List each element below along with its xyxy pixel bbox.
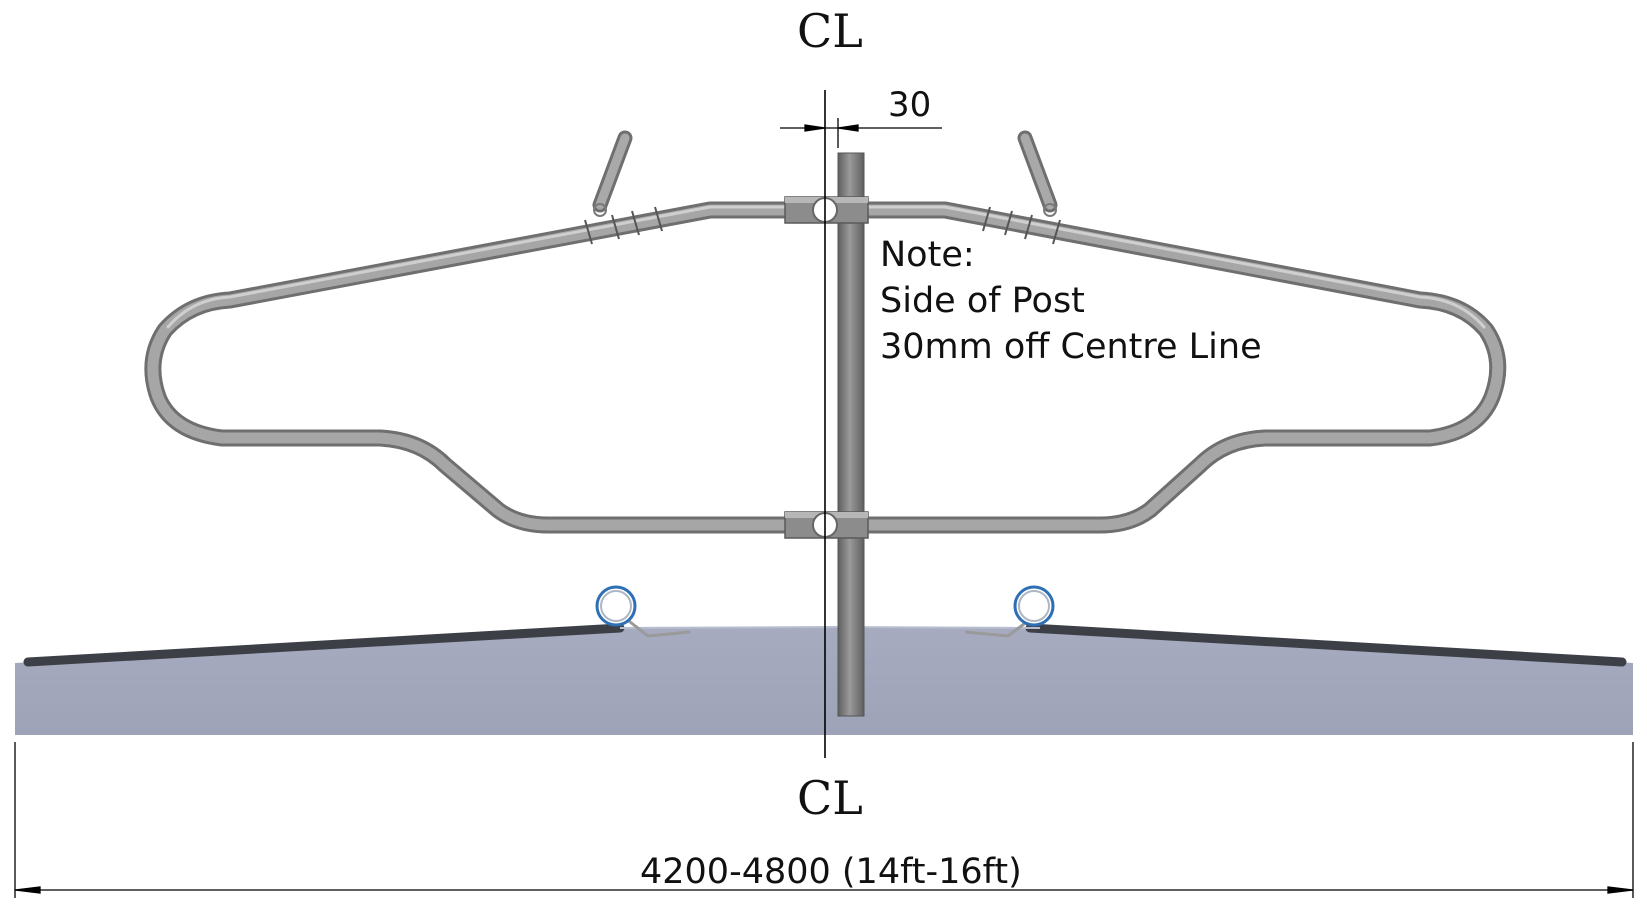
offset-dimension: [780, 118, 942, 148]
hinge-bottom: [784, 511, 869, 539]
spring-coil-right: [982, 206, 1061, 245]
road-surface-right: [1025, 623, 1627, 667]
latch-pin-right: [1017, 130, 1058, 217]
ground-clip-left: [595, 585, 691, 638]
road-crown: [619, 625, 1041, 629]
note-line-1: Side of Post: [880, 281, 1085, 321]
note-text: Note: Side of Post 30mm off Centre Line: [880, 232, 1262, 370]
note-heading: Note:: [880, 235, 975, 275]
width-dimension-label: 4200-4800 (14ft-16ft): [640, 852, 1022, 892]
gate-frame: [144, 201, 1507, 534]
gate-post: [837, 152, 865, 717]
road-surface-left: [23, 623, 625, 667]
hinge-top: [784, 196, 869, 224]
centre-line-symbol-top: CL: [797, 4, 863, 58]
ground-section: [15, 627, 1633, 735]
latch-pin-left: [592, 130, 633, 217]
note-line-2: 30mm off Centre Line: [880, 327, 1262, 367]
centre-line-symbol-bottom: CL: [797, 771, 863, 825]
width-dimension: [14, 742, 1634, 898]
spring-coil-left: [584, 206, 663, 245]
offset-dimension-label: 30: [888, 85, 932, 125]
ground-clip-right: [964, 585, 1055, 638]
